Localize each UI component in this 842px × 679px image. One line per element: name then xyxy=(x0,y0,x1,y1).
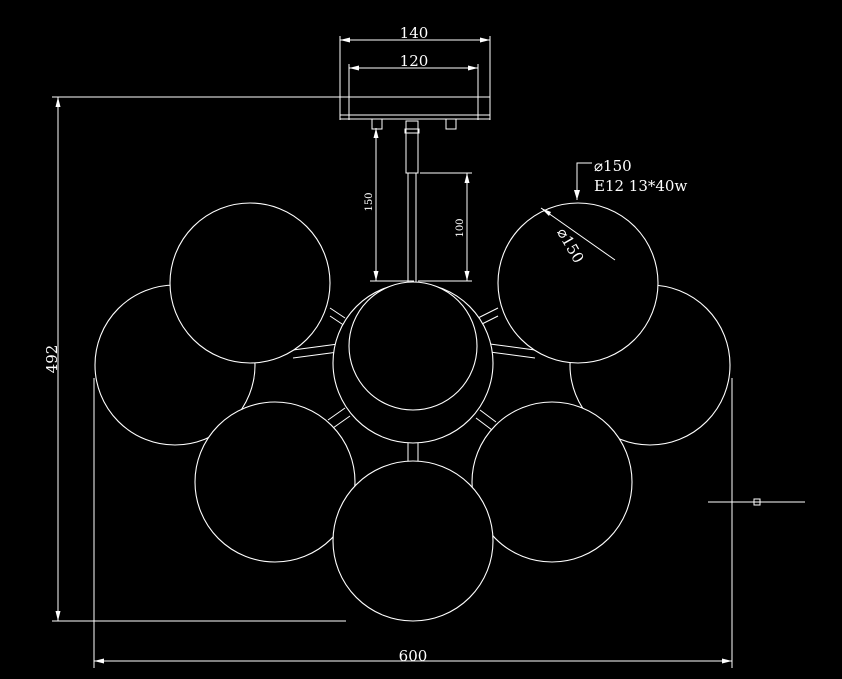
canopy-plate xyxy=(339,96,491,130)
callout-diameter: ⌀150 xyxy=(594,157,632,175)
overall-width-label: 600 xyxy=(399,647,428,665)
canopy-width-label: 140 xyxy=(400,24,429,42)
spec-callout: ⌀150 E12 13*40w xyxy=(574,157,687,200)
rod-length-label: 100 xyxy=(455,218,466,237)
stem-rod xyxy=(404,120,420,284)
globe-center-front xyxy=(348,281,478,411)
callout-spec: E12 13*40w xyxy=(594,177,687,195)
globes xyxy=(94,202,731,622)
globe-bottom xyxy=(332,460,494,622)
rod-length-dimension: 100 xyxy=(418,172,472,282)
canopy-width-dimension: 140 xyxy=(339,24,491,120)
globe-lower-right xyxy=(471,401,633,563)
overall-height-label: 492 xyxy=(43,345,61,374)
canopy-inner-dimension: 120 xyxy=(348,52,479,120)
stem-length-dimension: 150 xyxy=(364,128,414,282)
globe-upper-right xyxy=(497,202,659,364)
globe-lower-left xyxy=(194,401,356,563)
crosshair-cursor-icon xyxy=(708,498,805,506)
overall-height-dimension: 492 xyxy=(43,96,346,622)
stem-length-label: 150 xyxy=(364,192,375,211)
globe-upper-left xyxy=(169,202,331,364)
overall-width-dimension: 600 xyxy=(93,378,733,668)
canopy-inner-label: 120 xyxy=(400,52,429,70)
arms xyxy=(292,307,536,462)
